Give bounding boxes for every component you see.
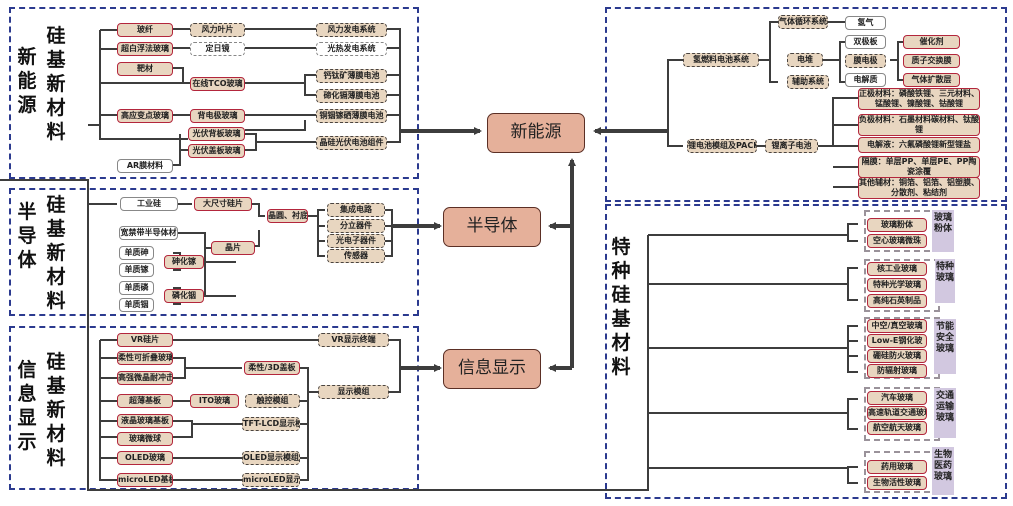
new-energy-title: 新能源 (17, 46, 37, 116)
node-phosphorus[interactable]: 单质磷 (119, 281, 154, 295)
node-target[interactable]: 靶材 (117, 62, 173, 76)
node-tco[interactable]: 在线TCO玻璃 (190, 77, 245, 91)
node-back-electrode[interactable]: 背电极玻璃 (190, 109, 245, 123)
node-aux[interactable]: 辅助系统 (787, 75, 829, 89)
node-chip[interactable]: 晶片 (211, 241, 255, 255)
node-bipolar[interactable]: 双极板 (845, 35, 886, 49)
node-industrial-si[interactable]: 工业硅 (120, 197, 178, 211)
special-item[interactable]: Low-E钢化玻 (867, 334, 927, 348)
node-separator[interactable]: 隔膜：单层PP、单层PE、PP陶瓷涂覆 (858, 156, 980, 178)
node-high-strength[interactable]: 高强微晶耐冲击 (117, 371, 173, 385)
special-item[interactable]: 汽车玻璃 (867, 391, 927, 405)
node-display-module[interactable]: 显示模组 (318, 385, 389, 399)
node-solar-thermal[interactable]: 光热发电系统 (316, 42, 387, 56)
node-gas-loop[interactable]: 气体循环系统 (778, 15, 828, 29)
special-group-label: 生物医药玻璃 (932, 447, 954, 495)
node-vr-terminal[interactable]: VR显示终端 (318, 333, 389, 347)
node-crystal-si[interactable]: 晶硅光伏电池组件 (316, 136, 387, 150)
node-cathode[interactable]: 正极材料：磷酸铁锂、三元材料、锰酸锂、镍酸锂、钴酸锂 (858, 88, 980, 110)
node-optoelectronic[interactable]: 光电子器件 (327, 234, 385, 248)
special-item[interactable]: 航空航天玻璃 (867, 421, 927, 435)
node-lcd-substrate[interactable]: 液晶玻璃基板 (117, 414, 173, 428)
node-auxiliary[interactable]: 其他辅材：铜箔、铝箔、铝塑膜、分散剂、粘结剂 (858, 177, 980, 199)
special-item[interactable]: 硼硅防火玻璃 (867, 349, 927, 363)
node-cigs[interactable]: 铜铟镓硒薄膜电池 (316, 109, 387, 123)
hub-semiconductor[interactable]: 半导体 (443, 207, 541, 247)
node-electrolyte-li[interactable]: 电解液：六氟磷酸锂新型锂盐 (858, 137, 980, 153)
special-item[interactable]: 防辐射玻璃 (867, 364, 927, 378)
node-large-wafer[interactable]: 大尺寸硅片 (194, 197, 252, 211)
node-stack[interactable]: 电堆 (787, 53, 823, 67)
node-hydrogen[interactable]: 氢气 (845, 16, 886, 30)
special-item[interactable]: 特种光学玻璃 (867, 278, 927, 292)
node-wide-bandgap[interactable]: 宽禁带半导体材 (119, 226, 178, 240)
special-group-label: 玻璃粉体 (932, 210, 954, 252)
hub-info-display[interactable]: 信息显示 (443, 349, 541, 389)
special-item[interactable]: 药用玻璃 (867, 460, 927, 474)
node-pv-cover[interactable]: 光伏盖板玻璃 (188, 144, 245, 158)
special-item[interactable]: 生物活性玻璃 (867, 476, 927, 490)
node-oled-module[interactable]: OLED显示模组 (242, 451, 300, 465)
node-high-strain[interactable]: 高应变点玻璃 (117, 109, 173, 123)
node-wind-blade[interactable]: 风力叶片 (190, 23, 245, 37)
node-wafer-substrate[interactable]: 晶圆、衬底 (267, 209, 308, 223)
panel-special (605, 204, 1007, 499)
node-glass-fiber[interactable]: 玻纤 (117, 23, 173, 37)
panel-new-energy (9, 7, 419, 179)
node-ar-film[interactable]: AR膜材料 (117, 159, 173, 173)
node-microled-sub[interactable]: microLED基板 (117, 473, 173, 487)
node-vr-wafer[interactable]: VR硅片 (117, 333, 173, 347)
node-pv-back[interactable]: 光伏背板玻璃 (188, 127, 245, 141)
node-cdte[interactable]: 碲化镉薄膜电池 (316, 89, 387, 103)
node-mea[interactable]: 膜电极 (845, 54, 886, 68)
special-group-label: 特种玻璃 (935, 259, 955, 303)
node-pem[interactable]: 质子交换膜 (903, 54, 960, 68)
node-catalyst[interactable]: 催化剂 (903, 35, 960, 49)
node-perovskite[interactable]: 钙钛矿薄膜电池 (316, 69, 387, 83)
node-gaas[interactable]: 砷化镓 (164, 255, 204, 269)
node-ic[interactable]: 集成电路 (327, 203, 385, 217)
panel-semiconductor (9, 188, 419, 316)
special-item[interactable]: 空心玻璃微珠 (867, 234, 927, 248)
node-oled-glass[interactable]: OLED玻璃 (117, 451, 173, 465)
node-li-pack[interactable]: 锂电池模组及PACK (687, 139, 757, 153)
node-tft-lcd[interactable]: TFT-LCD显示模 (242, 417, 300, 431)
info-subtitle: 硅基新材料 (46, 351, 66, 469)
special-item[interactable]: 高速轨道交通玻璃 (867, 406, 927, 420)
node-li-ion[interactable]: 锂离子电池 (765, 139, 818, 153)
node-fuel-cell-system[interactable]: 氢燃料电池系统 (683, 53, 759, 67)
info-title: 信息显示 (17, 359, 37, 453)
node-flex-cover[interactable]: 柔性/3D盖板 (244, 361, 300, 375)
node-sensor[interactable]: 传感器 (327, 249, 385, 263)
special-title: 特种硅基材料 (611, 236, 631, 378)
node-indium[interactable]: 单质铟 (119, 298, 154, 312)
panel-fuel-li (605, 7, 1007, 202)
node-anode[interactable]: 负极材料：石墨材料碳材料、钛酸锂 (858, 114, 980, 136)
special-item[interactable]: 核工业玻璃 (867, 262, 927, 276)
special-group-label: 节能安全玻璃 (934, 319, 956, 374)
special-group-label: 交通运输玻璃 (934, 388, 956, 438)
node-ito[interactable]: ITO玻璃 (190, 394, 239, 408)
node-wind-system[interactable]: 风力发电系统 (316, 23, 387, 37)
node-gdl[interactable]: 气体扩散层 (903, 73, 960, 87)
special-item[interactable]: 高纯石英制品 (867, 294, 927, 308)
node-electrolyte[interactable]: 电解质 (845, 73, 886, 87)
node-microled-disp[interactable]: microLED显示 (242, 473, 300, 487)
node-ultra-white[interactable]: 超白浮法玻璃 (117, 42, 173, 56)
new-energy-subtitle: 硅基新材料 (46, 25, 66, 143)
hub-new-energy[interactable]: 新能源 (487, 113, 585, 153)
node-flexible-fold[interactable]: 柔性可折叠玻璃 (117, 351, 173, 365)
semi-title: 半导体 (17, 201, 37, 271)
special-item[interactable]: 玻璃粉体 (867, 218, 927, 232)
node-arsenic[interactable]: 单质砷 (119, 246, 154, 260)
node-ultra-thin[interactable]: 超薄基板 (117, 394, 173, 408)
semi-subtitle: 硅基新材料 (46, 194, 66, 312)
node-touch-module[interactable]: 触控模组 (245, 394, 300, 408)
node-inp[interactable]: 磷化铟 (164, 289, 204, 303)
special-item[interactable]: 中空/真空玻璃 (867, 319, 927, 333)
node-heliostat[interactable]: 定日镜 (190, 42, 245, 56)
node-glass-bead[interactable]: 玻璃微球 (117, 432, 173, 446)
node-gallium[interactable]: 单质镓 (119, 263, 154, 277)
node-discrete[interactable]: 分立器件 (327, 219, 385, 233)
